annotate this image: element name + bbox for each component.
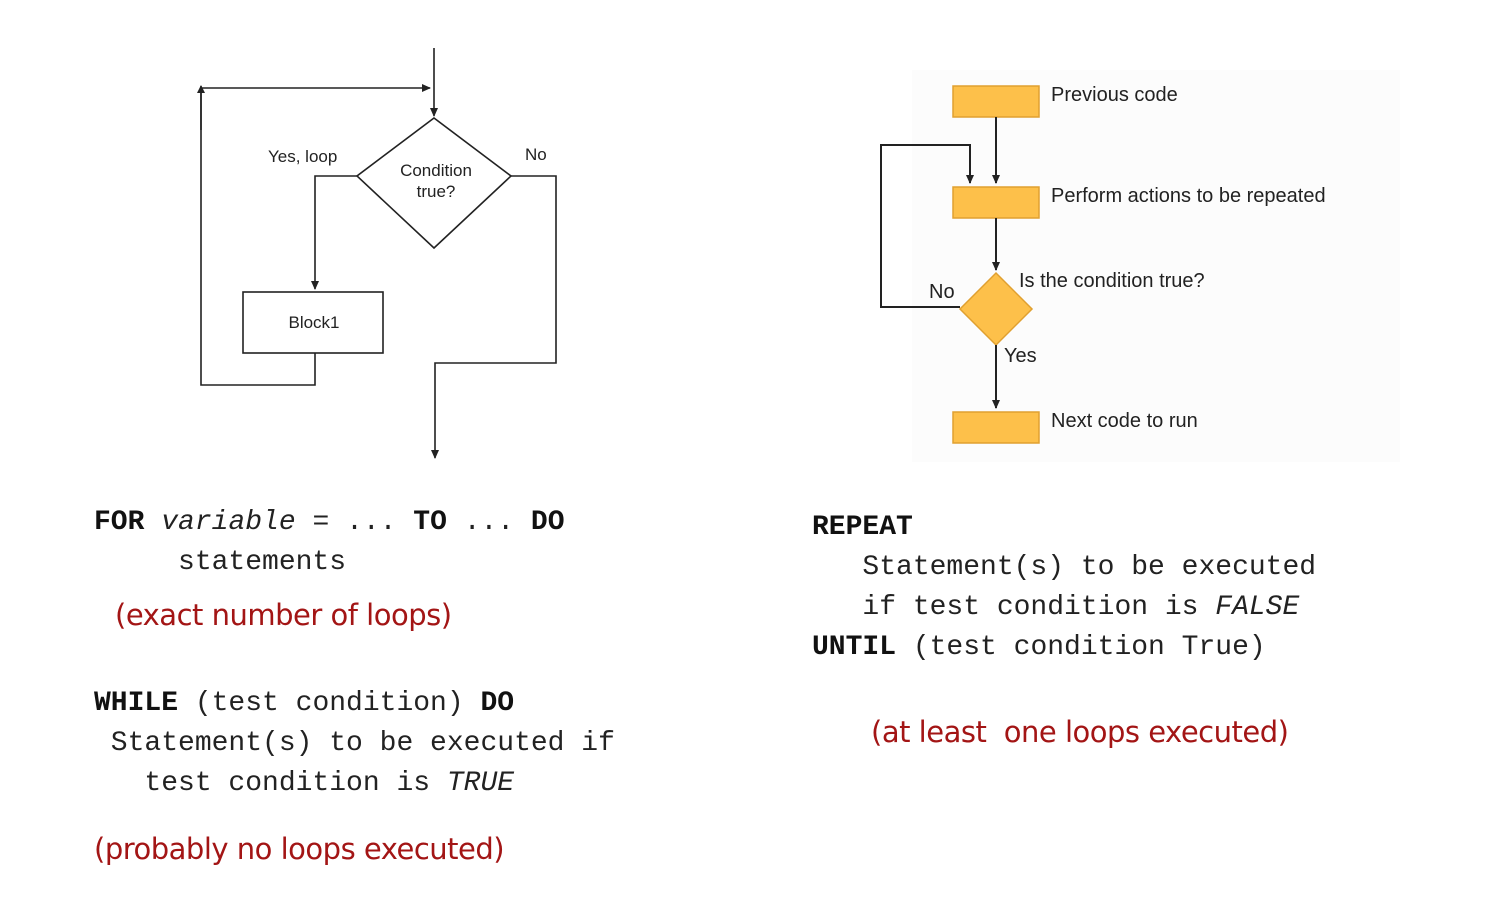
repeat-code-block: REPEAT Statement(s) to be executed if te… [812,508,1316,668]
actions-label: Perform actions to be repeated [1051,185,1326,207]
block1-label: Block1 [288,313,339,332]
for-keyword: FOR [94,507,145,538]
actions-box [952,186,1040,219]
next-code-box [952,411,1040,444]
next-code-label: Next code to run [1051,410,1198,432]
decision-diamond [355,116,513,250]
for-do-keyword: DO [530,507,565,538]
while-note: (probably no loops executed) [94,832,505,866]
yes-branch-path [311,175,357,290]
condition-label: Is the condition true? [1019,270,1205,292]
while-condition: (test condition) [178,688,481,719]
until-keyword: UNTIL [812,632,897,663]
while-code-block: WHILE (test condition) DO Statement(s) t… [94,684,615,804]
while-statement-line: Statement(s) to be executed if [94,728,615,759]
no-loop-back-path [880,144,974,308]
while-true-word: TRUE [446,768,515,799]
repeat-statement-line: Statement(s) to be executed [812,552,1317,583]
repeat-false-word: FALSE [1215,592,1300,623]
no-branch-path [431,175,557,459]
previous-code-box [952,85,1040,118]
decision-label-line1: Condition [400,161,472,180]
to-keyword: TO [413,507,447,538]
repeat-keyword: REPEAT [812,512,913,543]
no-label: No [525,145,547,164]
loop-back-path [200,84,431,386]
repeat-no-label: No [929,281,955,303]
while-keyword: WHILE [94,688,179,719]
block1-box [242,291,384,354]
while-do-keyword: DO [480,688,515,719]
until-condition: (test condition True) [896,632,1266,663]
decision-label-line2: true? [417,182,456,201]
for-mid2: ... [446,507,531,538]
for-mid1: = ... [295,507,414,538]
yes-loop-label: Yes, loop [268,147,337,166]
previous-code-label: Previous code [1051,84,1178,106]
for-statements: statements [94,547,347,578]
repeat-backdrop [912,70,1400,462]
repeat-test-line: if test condition is [812,592,1216,623]
for-note: (exact number of loops) [115,598,452,632]
for-code-block: FOR variable = ... TO ... DO statements [94,503,565,583]
for-variable: variable [161,507,296,538]
repeat-yes-label: Yes [1004,345,1037,367]
while-test-line: test condition is [94,768,447,799]
repeat-note: (at least one loops executed) [871,715,1289,749]
